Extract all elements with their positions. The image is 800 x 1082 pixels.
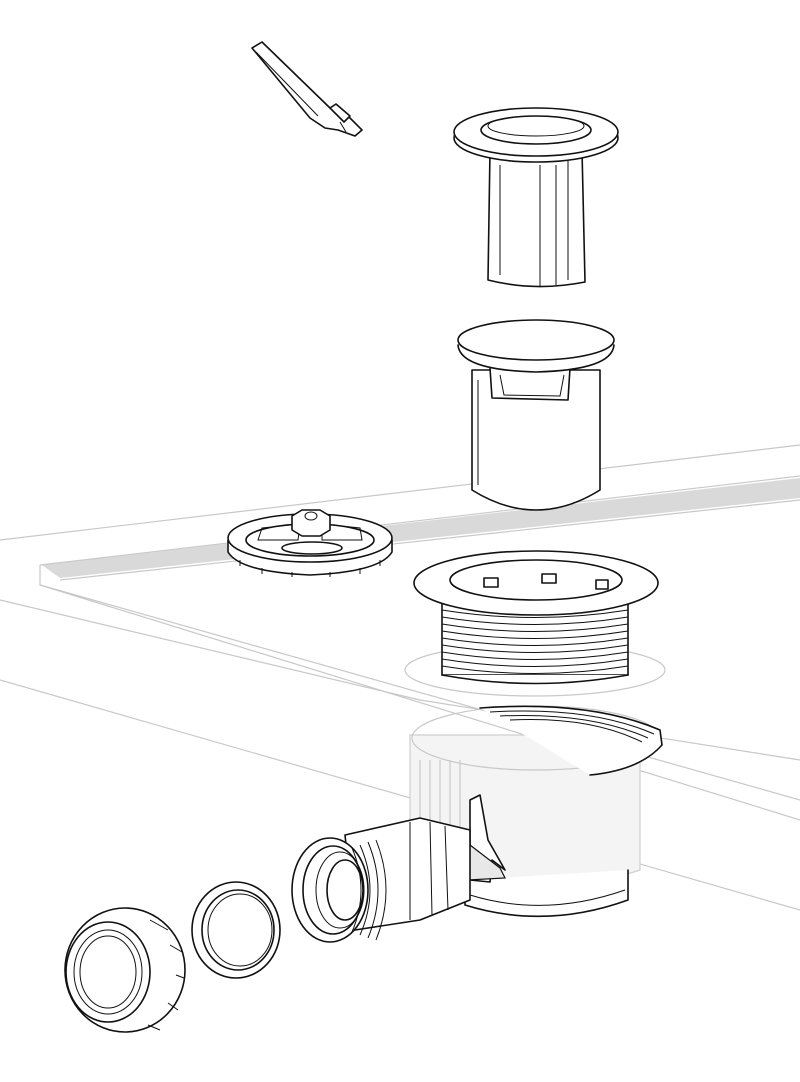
removal-key — [251, 41, 363, 137]
lock-nut — [227, 509, 393, 577]
union-nut — [64, 907, 186, 1033]
threaded-flange — [404, 550, 666, 697]
tray-rim-band — [42, 478, 800, 578]
strainer-cup — [457, 319, 615, 511]
threaded-adapter — [291, 817, 471, 943]
seal-ring — [191, 881, 281, 979]
push-cap-plug — [453, 107, 619, 288]
